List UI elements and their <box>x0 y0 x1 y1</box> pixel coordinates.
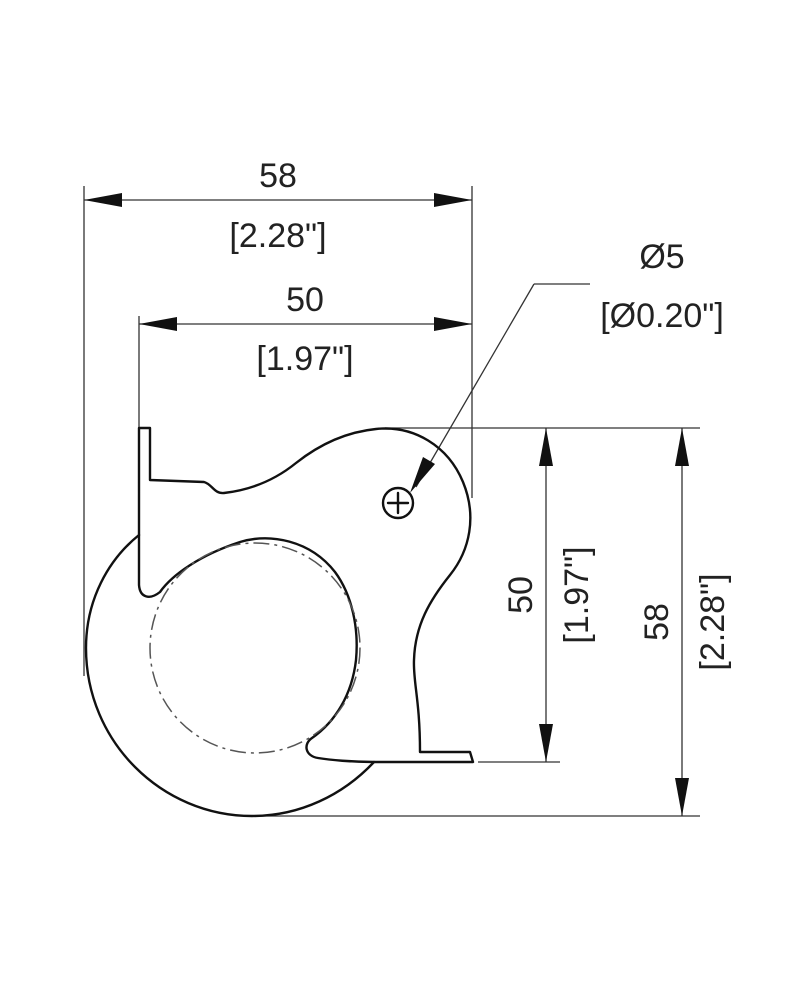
hole-leader-line <box>415 283 535 488</box>
hole-diameter-imperial: [Ø0.20"] <box>600 297 724 335</box>
overall-height-imperial: [2.28"] <box>694 573 732 670</box>
arrow-overall-height-bottom <box>675 778 689 816</box>
plate-width-metric: 50 <box>286 281 324 319</box>
arrow-plate-width-right <box>434 317 472 331</box>
ball-hidden-circle <box>149 542 361 754</box>
bracket-outline <box>137 426 475 764</box>
arrow-overall-width-left <box>84 193 122 207</box>
part-outline <box>84 426 475 818</box>
arrow-plate-height-top <box>539 428 553 466</box>
extension-lines <box>83 186 700 817</box>
ball-outline <box>84 533 376 818</box>
overall-height-metric: 58 <box>638 603 676 641</box>
arrow-overall-height-top <box>675 428 689 466</box>
arrow-plate-height-bottom <box>539 724 553 762</box>
arrow-overall-width-right <box>434 193 472 207</box>
dimension-texts: 58 [2.28"] 50 [1.97"] Ø5 [Ø0.20"] 50 [1.… <box>229 157 732 671</box>
overall-width-metric: 58 <box>259 157 297 195</box>
overall-width-imperial: [2.28"] <box>229 217 326 255</box>
plate-width-imperial: [1.97"] <box>256 340 353 378</box>
arrow-plate-width-left <box>139 317 177 331</box>
plate-height-metric: 50 <box>502 576 540 614</box>
dimension-lines <box>84 193 689 816</box>
plate-height-imperial: [1.97"] <box>558 546 596 643</box>
hole-leader-arrow <box>410 457 435 493</box>
hole-diameter-metric: Ø5 <box>639 238 684 276</box>
mounting-hole <box>381 486 415 520</box>
